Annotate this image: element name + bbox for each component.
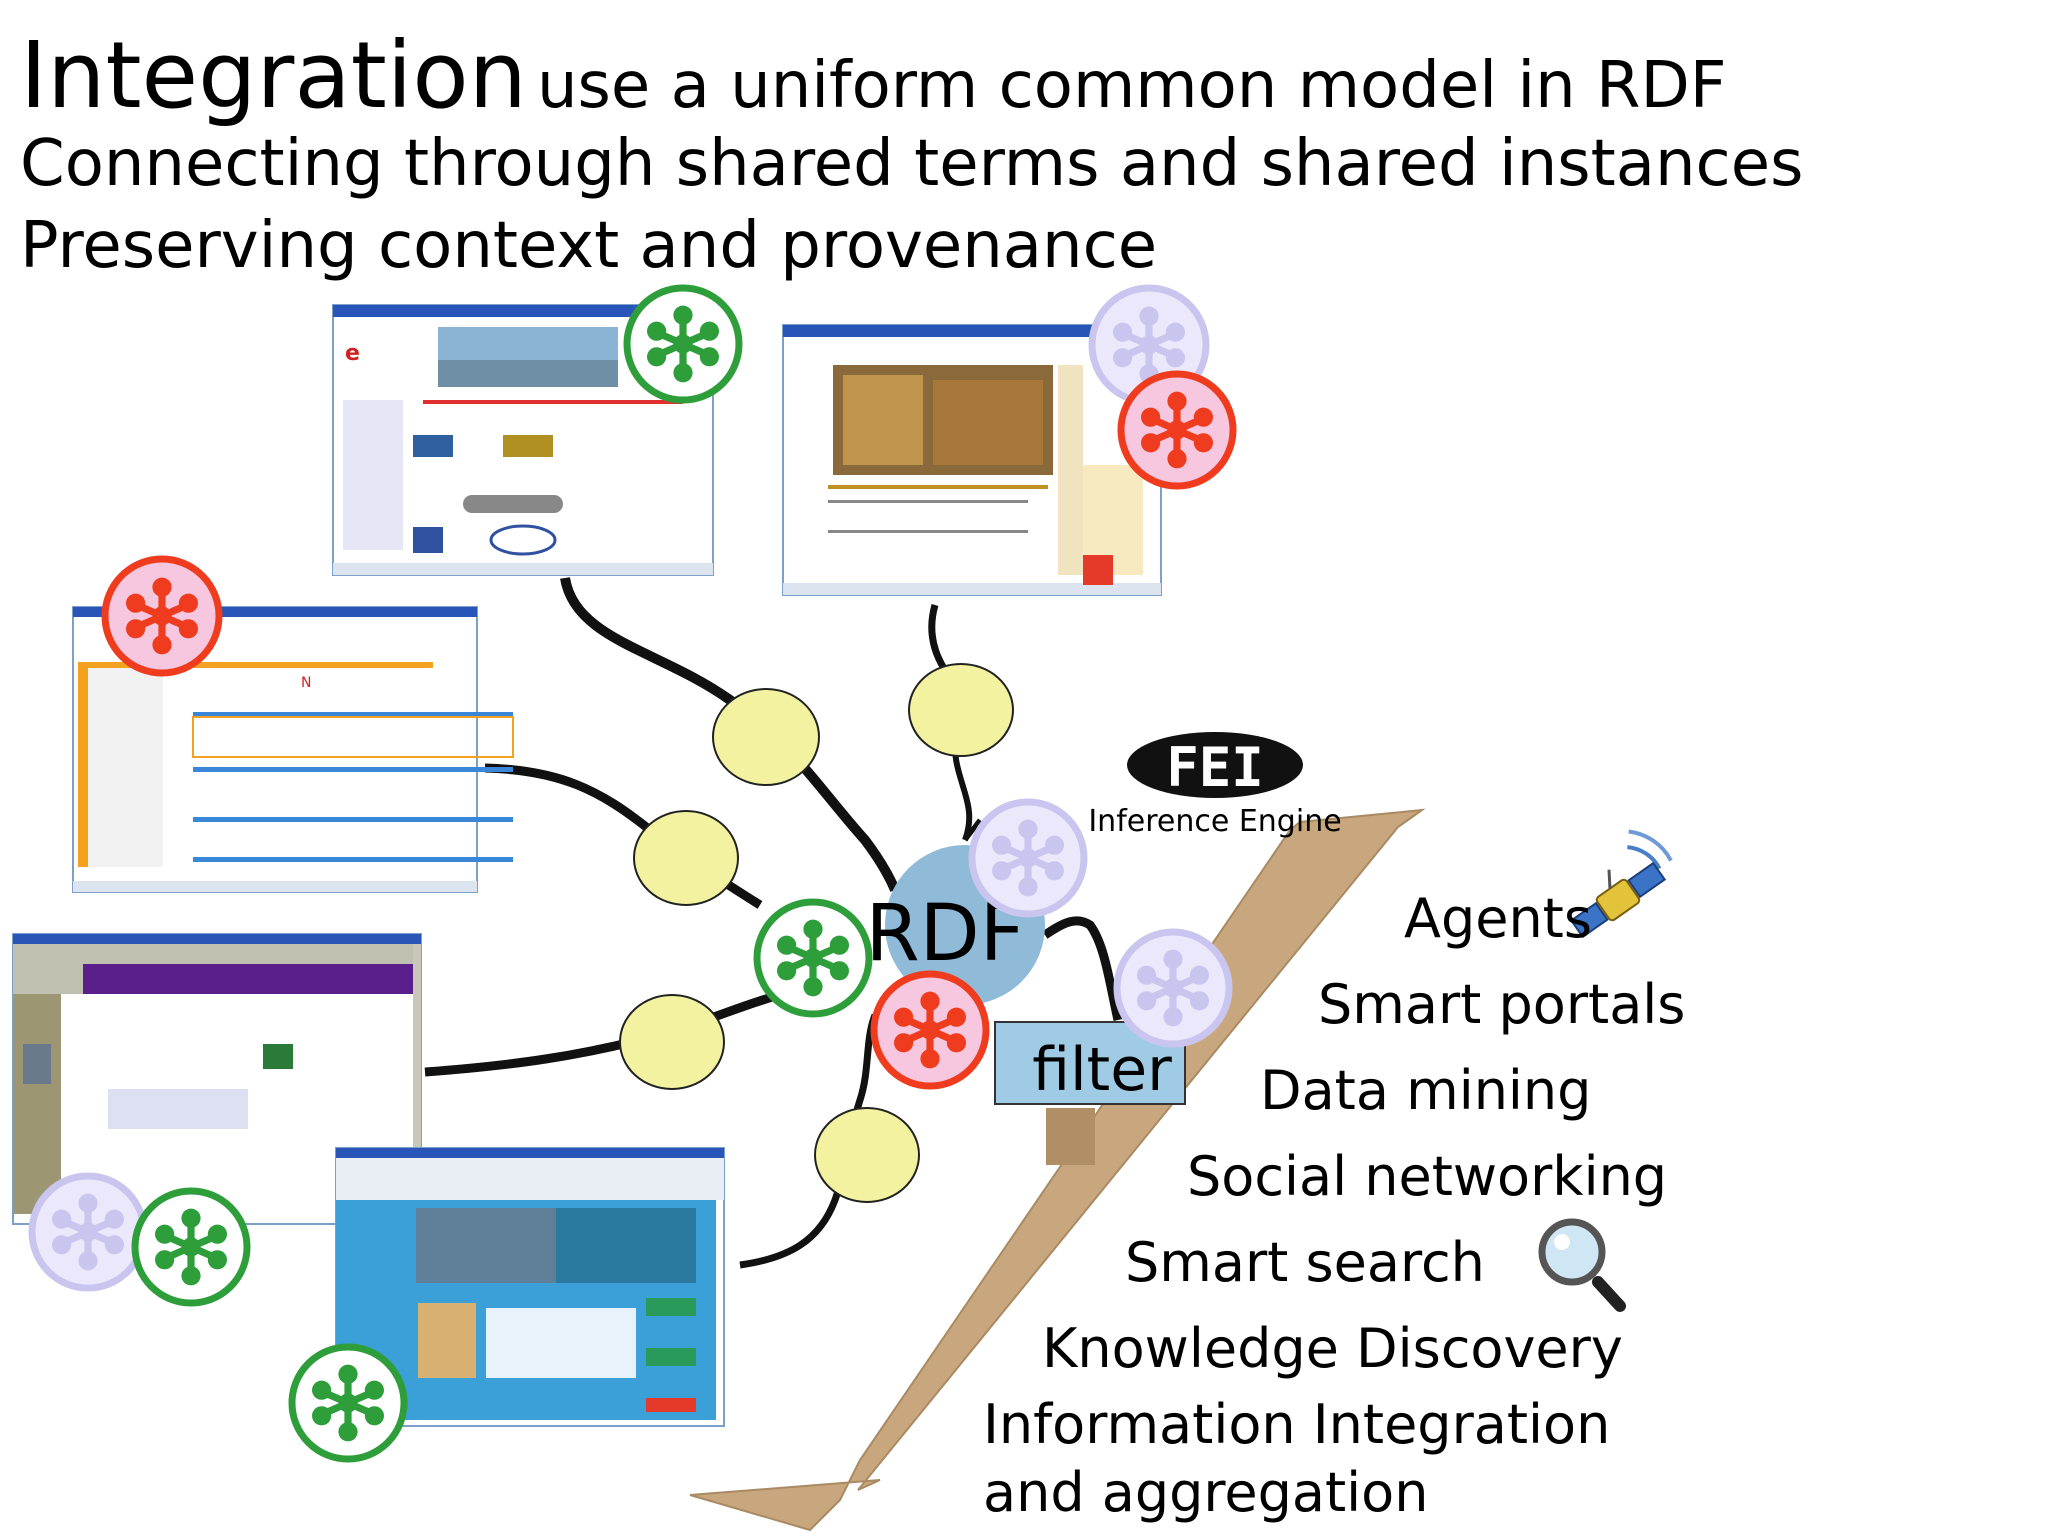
svg-text:N: N <box>301 675 311 691</box>
satellite-icon <box>1569 829 1673 939</box>
svg-text:e: e <box>345 341 360 366</box>
filter-label: filter <box>1032 1035 1172 1105</box>
app-and-aggregation: and aggregation <box>983 1461 1429 1524</box>
app-social-networking: Social networking <box>1187 1145 1668 1208</box>
ontology-badge-icon <box>1113 928 1233 1048</box>
app-knowledge-discovery: Knowledge Discovery <box>1042 1317 1623 1380</box>
ontology-badge-icon <box>968 798 1088 918</box>
ontology-badge-icon <box>753 898 873 1018</box>
browser-screenshot-icon: e <box>12 304 1162 1427</box>
connector-node <box>633 810 739 906</box>
applications-arrow <box>689 808 1426 1532</box>
ontology-badge-icon <box>623 284 743 404</box>
connector-nodes <box>619 663 1014 1203</box>
app-information-integration: Information Integration <box>983 1393 1611 1456</box>
fei-logo-text: FEI <box>1166 736 1264 799</box>
ontology-badge-icon <box>131 1187 251 1307</box>
heading-integration-rest: use a uniform common model in RDF <box>536 49 1727 123</box>
app-agents: Agents <box>1404 887 1592 950</box>
heading-integration: Integration <box>20 22 527 129</box>
fei-logo-icon <box>1127 732 1303 798</box>
magnifier-icon <box>1538 1218 1626 1312</box>
heading-line-3: Preserving context and provenance <box>20 209 1158 283</box>
app-smart-search: Smart search <box>1125 1231 1485 1294</box>
ontology-badge-icon <box>870 970 990 1090</box>
ontology-badge-icon <box>288 1343 408 1463</box>
connector-node <box>908 663 1014 757</box>
ontology-badge-icon <box>101 555 223 677</box>
ontology-badges <box>28 284 1237 1463</box>
inference-engine: FEI Inference Engine <box>1088 732 1342 839</box>
connector-node <box>712 688 820 786</box>
connector-node <box>619 994 725 1090</box>
ontology-badge-icon <box>28 1172 148 1292</box>
heading-line-2: Connecting through shared terms and shar… <box>20 127 1804 201</box>
app-data-mining: Data mining <box>1260 1059 1592 1122</box>
app-smart-portals: Smart portals <box>1318 973 1686 1036</box>
ontology-badge-icon <box>1117 370 1237 490</box>
connector-node <box>814 1107 920 1203</box>
fei-caption: Inference Engine <box>1088 804 1341 839</box>
